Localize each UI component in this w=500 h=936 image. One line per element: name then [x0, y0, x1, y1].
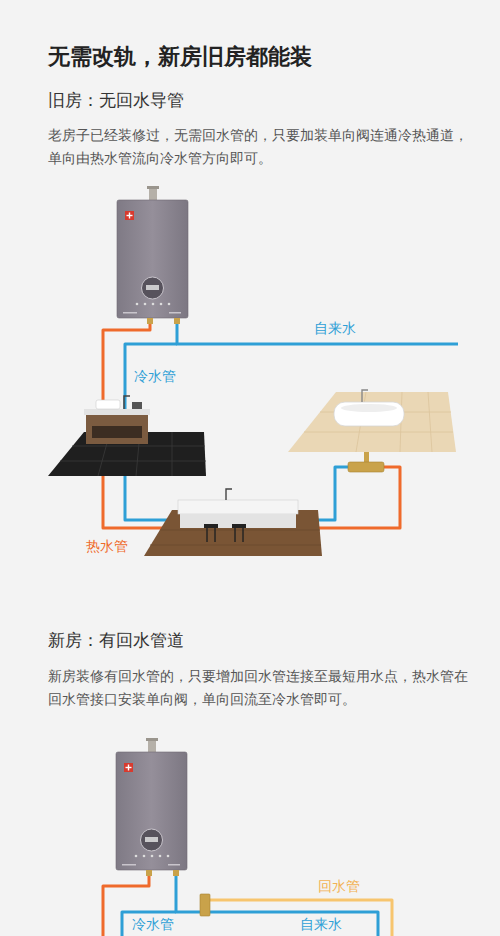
section-heading: 旧房：无回水导管	[48, 90, 184, 110]
bathtub-scene	[348, 462, 384, 472]
island-scene	[204, 524, 218, 528]
cold-pipe	[122, 912, 176, 936]
section-heading: 新房：有回水管道	[48, 630, 184, 650]
island-scene	[232, 524, 246, 528]
sink-scene	[132, 402, 142, 409]
sink-scene	[48, 396, 206, 476]
water-heater	[116, 738, 187, 876]
sink-scene	[86, 414, 148, 444]
island-scene	[207, 528, 215, 542]
pipe-label: 热水管	[86, 538, 128, 555]
bathtub-scene	[362, 390, 368, 402]
bathtub-scene	[334, 402, 404, 426]
bathtub-scene	[364, 452, 369, 462]
pipe-label: 冷水管	[134, 368, 176, 385]
bathtub-scene	[288, 390, 456, 472]
bathtub-scene	[288, 392, 456, 452]
water-heater	[117, 186, 188, 324]
pipe-label: 自来水	[300, 916, 342, 933]
sink-scene	[96, 400, 120, 409]
sink-scene	[92, 426, 142, 438]
pipe-label: 冷水管	[132, 916, 174, 933]
cold-pipe	[176, 876, 378, 936]
pipes	[103, 876, 392, 936]
island-scene	[144, 510, 322, 556]
bathtub-scene	[304, 392, 453, 452]
page-title: 无需改轨，新房旧房都能装	[48, 44, 312, 70]
sink-scene	[124, 396, 130, 409]
pipe-label: 自来水	[314, 320, 356, 337]
island-scene	[144, 489, 322, 556]
section-text: 新房装修有回水管的，只要增加回水管连接至最短用水点，热水管在回水管接口安装单向阀…	[48, 665, 472, 711]
island-scene	[235, 528, 243, 542]
section-text: 老房子已经装修过，无需回水管的，只要加装单向阀连通冷热通道，单向由热水管流向冷水…	[48, 124, 472, 170]
sink-scene	[84, 409, 150, 415]
check-valve	[200, 894, 210, 916]
island-scene	[180, 514, 296, 528]
island-scene	[226, 489, 232, 500]
pipe-label: 回水管	[318, 878, 360, 895]
bathtub-scene	[341, 404, 397, 412]
pipes	[103, 322, 458, 528]
return-pipe	[205, 900, 392, 936]
island-scene	[178, 500, 298, 514]
